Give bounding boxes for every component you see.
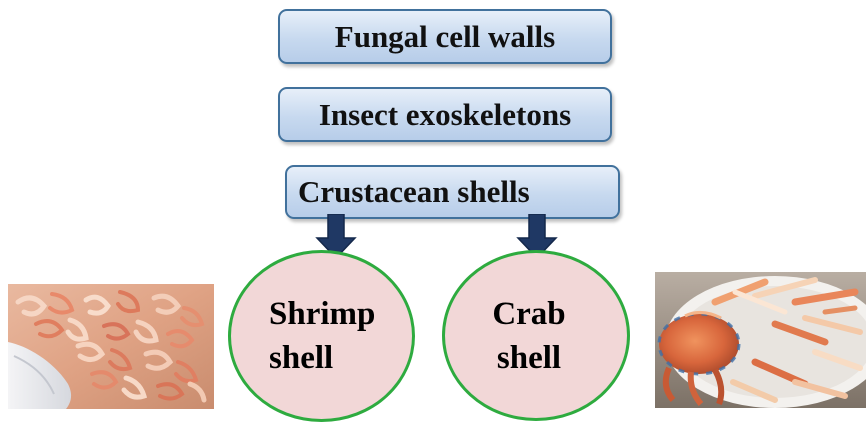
fungal-cell-walls-box: Fungal cell walls bbox=[278, 9, 612, 64]
crab-shell-label-line2: shell bbox=[497, 336, 561, 380]
shrimp-shell-ellipse: Shrimp shell bbox=[228, 250, 415, 422]
insect-exoskeletons-box: Insect exoskeletons bbox=[278, 87, 612, 142]
fungal-cell-walls-label: Fungal cell walls bbox=[335, 19, 555, 55]
crab-shells-photo bbox=[655, 272, 866, 408]
shrimp-shells-photo bbox=[8, 284, 214, 409]
crab-shell-ellipse: Crab shell bbox=[442, 250, 630, 421]
crustacean-shells-box: Crustacean shells bbox=[285, 165, 620, 219]
shrimp-shell-label-line1: Shrimp bbox=[269, 292, 375, 336]
crustacean-shells-label: Crustacean shells bbox=[298, 174, 530, 210]
insect-exoskeletons-label: Insect exoskeletons bbox=[319, 97, 571, 133]
crab-shell-label-line1: Crab bbox=[492, 292, 565, 336]
shrimp-shell-label-line2: shell bbox=[269, 336, 333, 380]
